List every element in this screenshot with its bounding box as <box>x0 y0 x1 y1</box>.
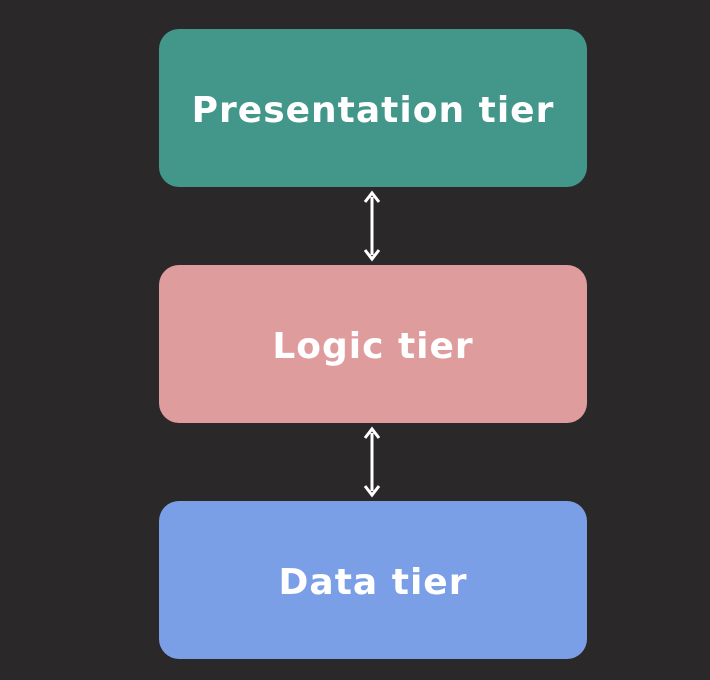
logic-tier-box: Logic tier <box>159 265 587 423</box>
data-tier-box: Data tier <box>159 501 587 659</box>
logic-tier-label: Logic tier <box>272 325 474 367</box>
double-arrow-icon <box>363 190 381 262</box>
logic-data-double-arrow <box>357 423 387 501</box>
presentation-tier-label: Presentation tier <box>191 89 555 131</box>
double-arrow-icon <box>363 426 381 498</box>
data-tier-label: Data tier <box>278 561 468 603</box>
presentation-tier-box: Presentation tier <box>159 29 587 187</box>
presentation-logic-double-arrow <box>357 187 387 265</box>
